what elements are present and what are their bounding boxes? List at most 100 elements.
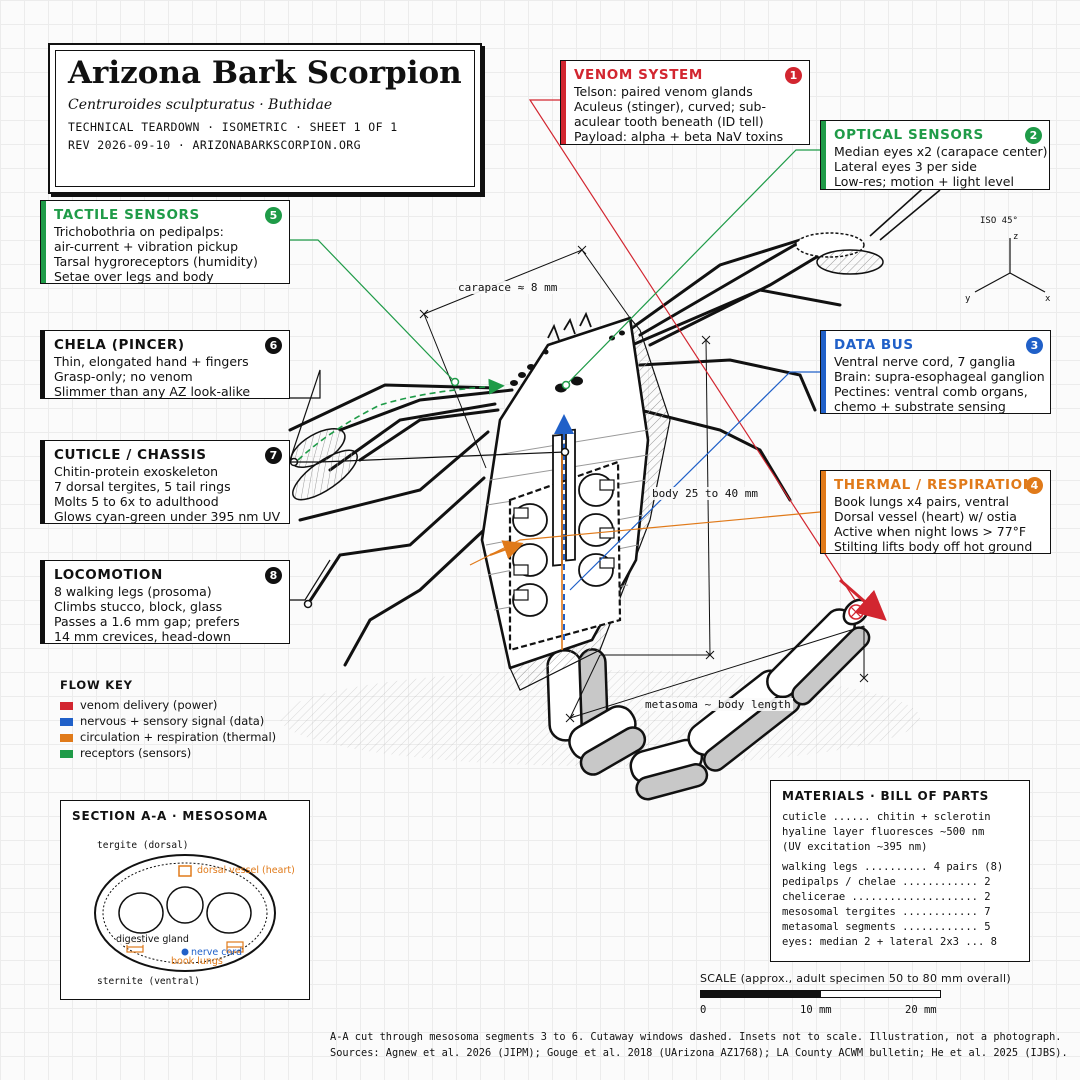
axis-y-label: y [965,294,971,304]
materials-line: mesosomal tergites ............ 7 [782,906,991,918]
materials-bill-of-parts: MATERIALS · BILL OF PARTS cuticle ......… [770,780,1030,962]
callout-title: LOCOMOTION [54,567,163,583]
callout-line: Trichobothria on pedipalps: [54,224,224,239]
materials-line: chelicerae .................... 2 [782,891,991,903]
footer-note: A-A cut through mesosoma segments 3 to 6… [330,1031,1062,1043]
axis-z-label: z [1013,232,1019,242]
callout-venom-system: 1 VENOM SYSTEM Telson: paired venom glan… [560,60,810,145]
section-a-a: SECTION A-A · MESOSOMA tergite (dorsal) … [60,800,310,1000]
flow-key-item: receptors (sensors) [60,746,191,762]
callout-line: Lateral eyes 3 per side [834,159,977,174]
callout-line: Book lungs x4 pairs, ventral [834,494,1009,509]
callout-number: 3 [1026,337,1043,354]
scale-tick: 20 mm [905,1004,937,1016]
scale-tick: 0 [700,1004,707,1016]
callout-title: VENOM SYSTEM [574,67,703,83]
metasoma-tail [546,598,871,801]
callout-line: aculear tooth beneath (ID tell) [574,114,764,129]
callout-number: 2 [1025,127,1042,144]
callout-tactile-sensors: 5 TACTILE SENSORS Trichobothria on pedip… [40,200,290,284]
callout-line: Ventral nerve cord, 7 ganglia [834,354,1016,369]
callout-line: Thin, elongated hand + fingers [54,354,249,369]
metasoma-dimension: metasoma ~ body length [643,698,793,711]
callout-optical-sensors: 2 OPTICAL SENSORS Median eyes x2 (carapa… [820,120,1050,190]
dorsal-vessel-label: dorsal vessel (heart) [197,865,295,876]
optical-leader [565,149,822,386]
section-title: SECTION A-A · MESOSOMA [72,809,268,823]
revision-meta: REV 2026-09-10 · ARIZONABARKSCORPION.ORG [68,138,361,152]
callout-line: Payload: alpha + beta NaV toxins [574,129,784,144]
digestive-gland-label: digestive gland [116,934,189,945]
materials-line: metasomal segments ............ 5 [782,921,991,933]
chela-left-lower [292,449,358,501]
callout-number: 4 [1026,477,1043,494]
leader-lines [289,99,887,650]
materials-line: eyes: median 2 + lateral 2x3 ... 8 [782,936,997,948]
callout-line: Active when night lows > 77°F [834,524,1027,539]
callout-line: Telson: paired venom glands [574,84,753,99]
callout-title: THERMAL / RESPIRATION [834,477,1035,493]
venom-leader [528,99,856,601]
materials-line: hyaline layer fluoresces ~500 nm [782,826,985,838]
callout-line: Glows cyan-green under 395 nm UV [54,509,281,524]
callout-number: 7 [265,447,282,464]
data-leader [569,371,820,591]
callout-line: Grasp-only; no venom [54,369,193,384]
body-dimension: body 25 to 40 mm [650,487,760,500]
pedipalps [338,240,822,462]
flow-key-item: circulation + respiration (thermal) [60,730,276,746]
callout-number: 5 [265,207,282,224]
iso-axes [974,238,1046,293]
callout-title: OPTICAL SENSORS [834,127,984,143]
page-subtitle: Centruroides sculpturatus · Buthidae [68,97,333,113]
footer-sources: Sources: Agnew et al. 2026 (JIPM); Gouge… [330,1047,1068,1059]
data-swatch [60,718,73,726]
flow-key-title: FLOW KEY [60,678,133,692]
callout-line: Stilting lifts body off hot ground [834,539,1033,554]
callout-line: Pectines: ventral comb organs, [834,384,1028,399]
callout-line: chemo + substrate sensing [834,399,1006,414]
iso-axes-label: ISO 45° [980,216,1018,226]
flow-key-item: venom delivery (power) [60,698,217,714]
eyes [510,330,625,393]
scale-tick: 10 mm [800,1004,832,1016]
callout-cuticle-chassis: 7 CUTICLE / CHASSIS Chitin-protein exosk… [40,440,290,524]
callout-title: TACTILE SENSORS [54,207,200,223]
sensor-swatch [60,750,73,758]
callout-line: Median eyes x2 (carapace center) [834,144,1048,159]
dimension-lines [419,245,869,723]
scale-bar-dark [700,990,820,998]
callout-line: Aculeus (stinger), curved; sub- [574,99,766,114]
chela-right-lower [816,249,884,275]
callout-line: Passes a 1.6 mm gap; prefers [54,614,240,629]
callout-line: Chitin-protein exoskeleton [54,464,219,479]
sternite-label: sternite (ventral) [97,976,200,987]
scale-title: SCALE (approx., adult specimen 50 to 80 … [700,972,1011,985]
thermal-swatch [60,734,73,742]
callout-number: 6 [265,337,282,354]
tactile-leader [290,239,456,383]
scale-bar-light [820,990,941,998]
body-shell [480,311,671,691]
chelicerae [547,311,592,341]
chela-leader [289,369,321,461]
callout-line: Low-res; motion + light level [834,174,1014,189]
carapace-dimension: carapace ≈ 8 mm [456,281,560,294]
tactile-signal [297,378,505,461]
flow-key: FLOW KEY venom delivery (power) nervous … [60,678,276,762]
materials-title: MATERIALS · BILL OF PARTS [782,789,990,803]
callout-line: 8 walking legs (prosoma) [54,584,212,599]
book-lungs-label: book lungs [171,956,223,967]
materials-line: (UV excitation ~395 nm) [782,841,928,853]
callout-title: CUTICLE / CHASSIS [54,447,207,463]
venom-swatch [60,702,73,710]
callout-line: 14 mm crevices, head-down [54,629,231,644]
tergite-label: tergite (dorsal) [97,840,189,851]
section-drawing [94,854,276,972]
callout-title: CHELA (PINCER) [54,337,185,353]
callout-line: Tarsal hygroreceptors (humidity) [54,254,258,269]
callout-line: Molts 5 to 6x to adulthood [54,494,219,509]
callout-title: DATA BUS [834,337,914,353]
callout-thermal-respiration: 4 THERMAL / RESPIRATION Book lungs x4 pa… [820,470,1051,554]
